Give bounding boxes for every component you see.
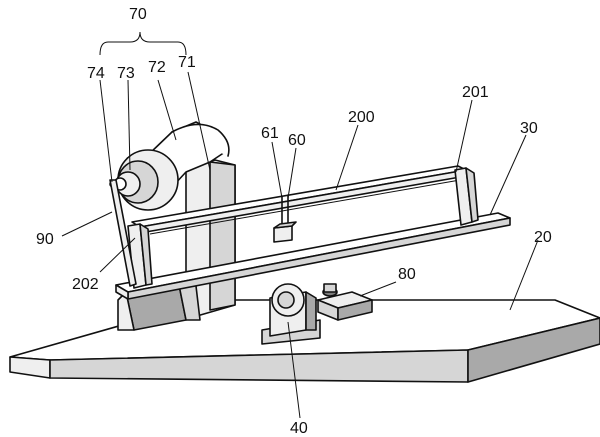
leader-lines xyxy=(61,31,539,419)
lower-block xyxy=(117,279,201,331)
level-pendulum xyxy=(273,194,297,243)
tilting-tray xyxy=(115,212,511,300)
label-200: 200 xyxy=(348,109,375,126)
label-71: 71 xyxy=(178,54,196,71)
label-20: 20 xyxy=(534,229,552,246)
reference-labels: 70 74 73 72 71 61 60 200 201 30 90 202 8… xyxy=(36,6,552,437)
label-202: 202 xyxy=(72,276,99,293)
label-40: 40 xyxy=(290,420,308,437)
label-90: 90 xyxy=(36,231,54,248)
label-70: 70 xyxy=(129,6,147,23)
driving-link xyxy=(109,179,137,287)
counter-block xyxy=(317,283,373,321)
label-74: 74 xyxy=(87,65,105,82)
label-61: 61 xyxy=(261,125,279,142)
label-60: 60 xyxy=(288,132,306,149)
label-72: 72 xyxy=(148,59,166,76)
label-73: 73 xyxy=(117,65,135,82)
pivot-bracket xyxy=(261,283,321,345)
label-201: 201 xyxy=(462,84,489,101)
label-80: 80 xyxy=(398,266,416,283)
label-30: 30 xyxy=(520,120,538,137)
